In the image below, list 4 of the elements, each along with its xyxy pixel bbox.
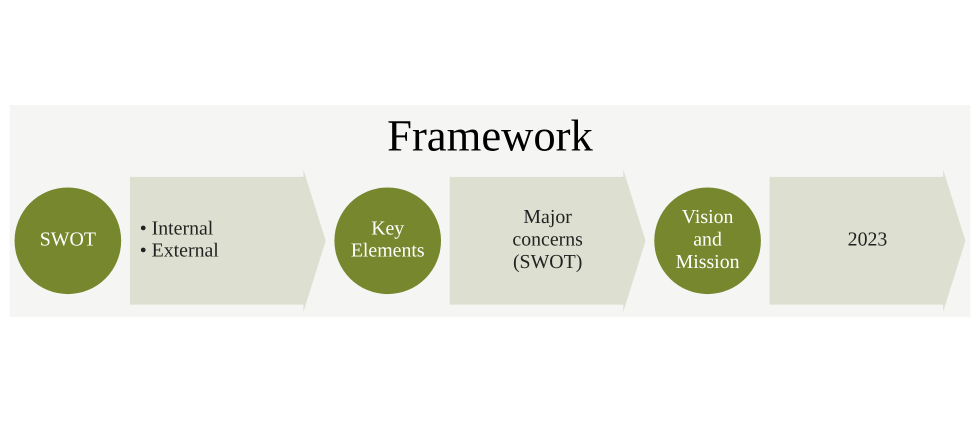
node-circle: Vision and Mission xyxy=(654,186,761,294)
node-circle: Key Elements xyxy=(334,186,442,294)
diagram-title: Framework xyxy=(387,110,593,160)
node-circle: SWOT xyxy=(14,186,122,294)
